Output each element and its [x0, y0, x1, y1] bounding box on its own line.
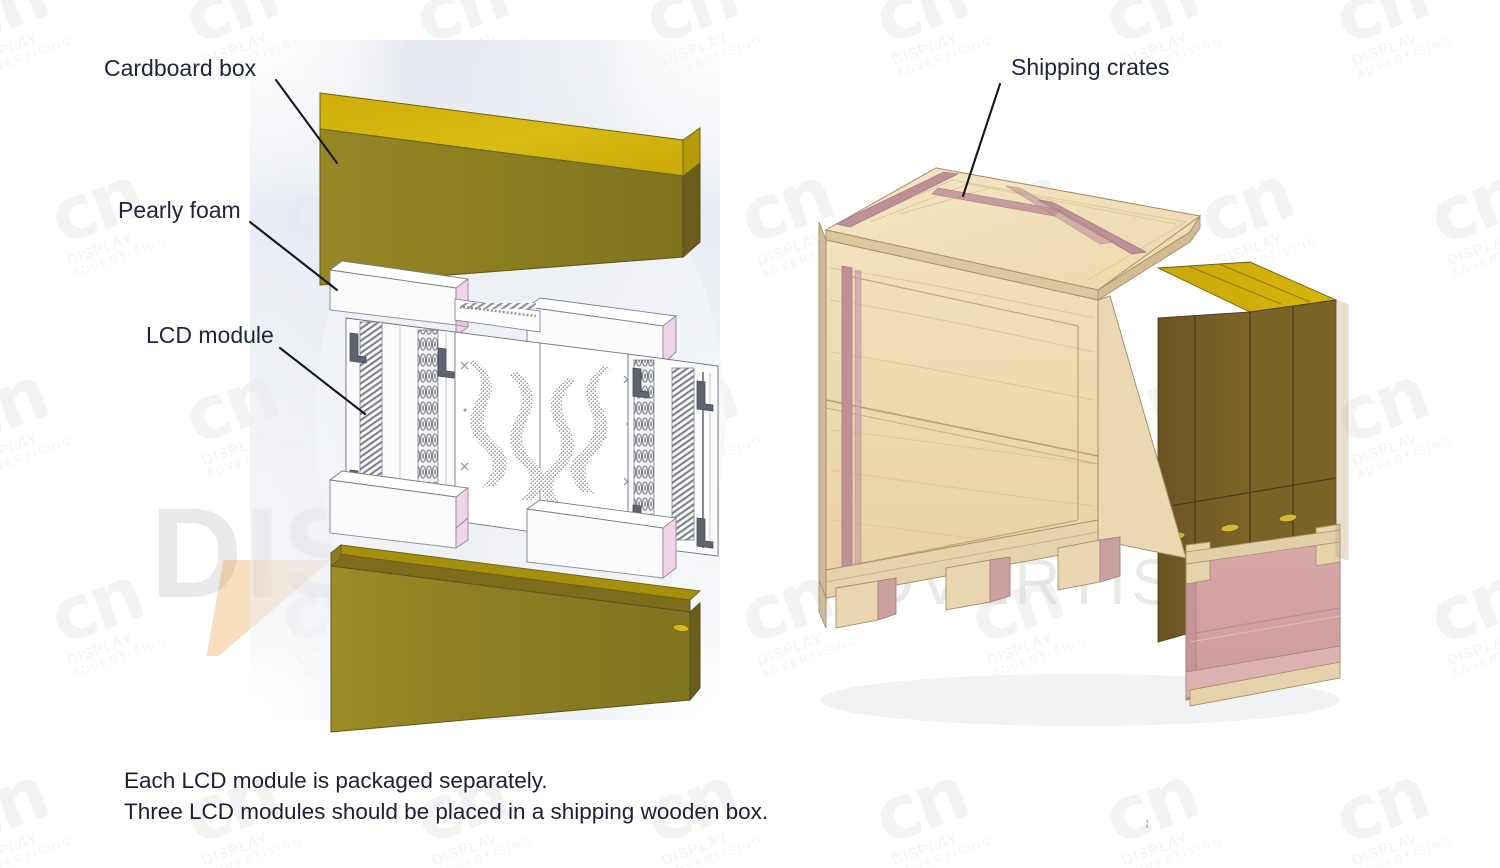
caption-line-2: Three LCD modules should be placed in a … — [124, 799, 769, 824]
label-shipping-crates: Shipping crates — [1011, 54, 1170, 80]
top-cardboard-lid — [319, 92, 701, 286]
label-cardboard-box: Cardboard box — [104, 55, 257, 81]
pallet-base — [818, 519, 1121, 629]
tiny-artifact-mark: ¦ — [1146, 818, 1149, 828]
callout-leader-lines — [248, 78, 1002, 416]
exploded-package-view — [319, 92, 719, 733]
lcd-module — [345, 298, 719, 557]
crate-right-corner-post — [1335, 299, 1349, 561]
pallet-foot — [945, 556, 1011, 611]
label-lcd-module: LCD module — [146, 322, 274, 348]
crate-lid — [824, 167, 1202, 301]
pallet-foot — [835, 577, 897, 629]
leader-pearly-foam — [248, 220, 339, 292]
caption-line-1: Each LCD module is packaged separately. — [124, 768, 548, 793]
leader-cardboard-box — [274, 78, 339, 165]
caption-block: Each LCD module is packaged separately. … — [124, 765, 768, 827]
lower-pearly-foam-right — [525, 499, 678, 579]
bottom-cardboard-tray — [329, 544, 702, 733]
pallet-foot — [1057, 536, 1121, 591]
crate-base-sill — [1097, 295, 1341, 707]
crate-left-end — [818, 221, 827, 599]
leader-shipping-crates — [961, 82, 1002, 198]
leader-lcd-module — [278, 346, 367, 416]
label-pearly-foam: Pearly foam — [118, 197, 241, 223]
shipping-crate-view — [818, 167, 1349, 726]
lower-pearly-foam-left — [328, 470, 470, 549]
